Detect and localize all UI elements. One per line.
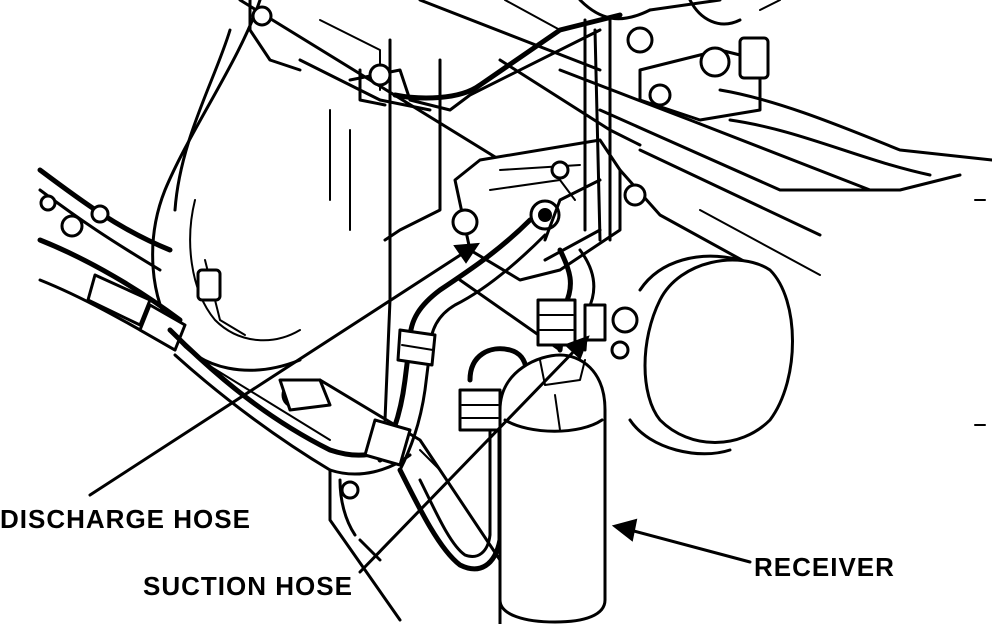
receiver-pipes <box>536 178 607 353</box>
engine-block <box>238 0 962 624</box>
suction-hose-label: SUCTION HOSE <box>143 571 353 601</box>
suction-hose-arrowhead <box>564 335 590 360</box>
discharge-hose-leader <box>88 250 467 497</box>
receiver-label: RECEIVER <box>754 552 895 582</box>
receiver-arrowhead <box>611 518 638 542</box>
receiver-leader <box>628 528 752 564</box>
discharge-hose-label: DISCHARGE HOSE <box>0 504 251 534</box>
lower-frame <box>338 449 441 562</box>
left-hoses <box>37 167 412 476</box>
edge-marks <box>974 199 986 426</box>
vertical-pipe <box>583 18 612 242</box>
discharge-hose <box>363 217 547 472</box>
discharge-hose-arrowhead <box>453 242 480 264</box>
suction-hose-leader <box>358 343 582 574</box>
leader-lines <box>88 242 752 574</box>
receiver-tank <box>498 353 607 624</box>
top-bracket <box>248 0 652 112</box>
alternator <box>610 254 794 456</box>
timing-cover <box>151 0 302 372</box>
compressor <box>626 0 992 177</box>
